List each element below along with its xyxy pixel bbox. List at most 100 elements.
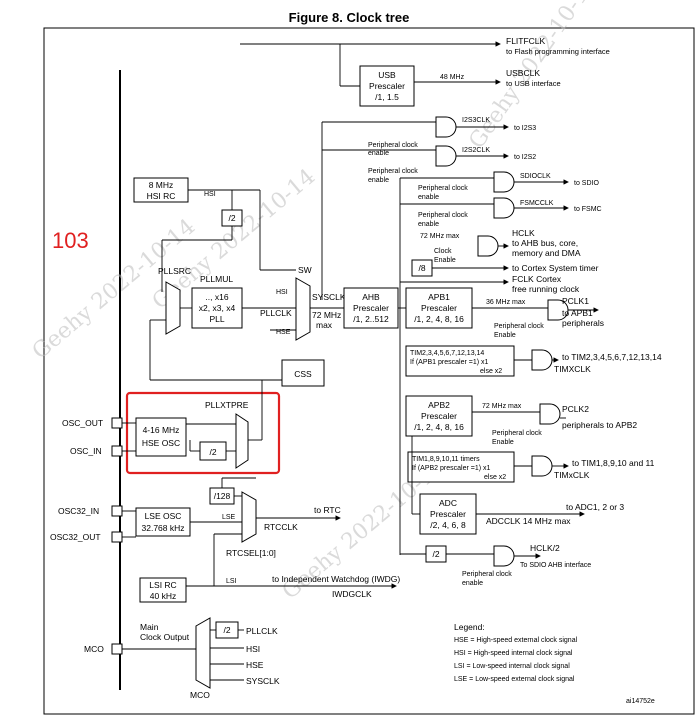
sdio-ahb-label: To SDIO AHB interface [520, 562, 591, 569]
pll-block [191, 287, 243, 329]
adcclk-label: ADCCLK 14 MHz max [486, 516, 571, 526]
fclk-desc-label: free running clock [512, 284, 580, 294]
tim2-out-label: to TIM2,3,4,5,6,7,12,13,14 [562, 352, 662, 362]
mco-mux [195, 617, 211, 689]
pllxtpre-label: PLLXTPRE [205, 400, 249, 410]
ahb-prescaler-block [343, 287, 399, 329]
main-clock-label: Main [140, 622, 159, 632]
mco-input-sysclk: SYSCLK [246, 676, 280, 686]
osc-out-pin [111, 417, 123, 429]
pclk1-gate [547, 299, 569, 321]
adc-prescaler-line: /2, 4, 6, 8 [430, 520, 466, 530]
apb1-prescaler-line: /1, 2, 4, 8, 16 [414, 314, 464, 324]
usbclk-label: USBCLK [506, 68, 540, 78]
to-fsmc-label: to FSMC [574, 206, 602, 213]
hclk2-gate [493, 545, 515, 567]
ahb-prescaler-line: AHB [362, 292, 380, 302]
pllmul-label: PLLMUL [200, 274, 233, 284]
apb2-prescaler-block [405, 395, 473, 437]
figure-id: ai14752e [626, 698, 655, 705]
div8-label: /8 [418, 263, 425, 273]
sysclk-label: SYSCLK [312, 292, 346, 302]
mco-input-hsi: HSI [246, 644, 260, 654]
lse-label: LSE [222, 514, 236, 521]
timxclk2-label: TIMxCLK [554, 470, 590, 480]
iwdgclk-label: IWDGCLK [332, 589, 372, 599]
apb2-prescaler-line: Prescaler [421, 411, 457, 421]
i2s2-periph-enable-label: enable [368, 177, 389, 184]
hclk2-label: HCLK/2 [530, 543, 560, 553]
hclk-label: HCLK [512, 228, 535, 238]
osc32-out-label: OSC32_OUT [50, 532, 101, 542]
usb-48mhz-label: 48 MHz [440, 74, 465, 81]
ahb-prescaler-line: /1, 2..512 [353, 314, 389, 324]
to-i2s3-label: to I2S3 [514, 125, 536, 132]
apb2-prescaler-line: APB2 [428, 400, 450, 410]
css-block [281, 359, 325, 387]
pllclk-label: PLLCLK [260, 308, 292, 318]
pllsrc-mux [165, 281, 181, 335]
mco-pin-label: MCO [84, 644, 104, 654]
hclk-clock-label: Clock [434, 248, 452, 255]
hclk-desc-line2: memory and DMA [512, 248, 581, 258]
pclk2-enable-label: Enable [492, 439, 514, 446]
tim2-multiplier-block [405, 345, 515, 377]
legend-item: LSE = Low-speed external clock signal [454, 676, 575, 683]
hclk2-enable-label: enable [462, 580, 483, 587]
osc32-in-label: OSC32_IN [58, 506, 99, 516]
hclk2-periph-clock-label: Peripheral clock [462, 571, 512, 578]
adc-prescaler-line: Prescaler [430, 509, 466, 519]
diagram-frame [43, 27, 695, 715]
sysclk-max1-label: 72 MHz [312, 310, 341, 320]
hsi-rc-line: 8 MHz [149, 180, 174, 190]
to-sdio-label: to SDIO [574, 180, 599, 187]
timxclk-label: TIMXCLK [554, 364, 591, 374]
fsmcclk-label: FSMCCLK [520, 200, 554, 207]
legend-item: HSE = High-speed external clock signal [454, 637, 578, 644]
tim1-multiplier-block [407, 451, 515, 483]
tim1-line: TIM1,8,9,10,11 timers [412, 456, 480, 463]
flitfclk-label: FLITFCLK [506, 36, 546, 46]
mco-input-hse: HSE [246, 660, 264, 670]
tim2-line: If (APB1 prescaler =1) x1 [410, 359, 489, 366]
mco-div2-label: /2 [223, 625, 230, 635]
pclk1-label: PCLK1 [562, 296, 589, 306]
osc32-in-pin [111, 505, 123, 517]
pllxtpre-mux [235, 413, 249, 469]
sdio-periph-clock-label: Peripheral clock [418, 185, 468, 192]
tim1-line: else x2 [484, 474, 506, 481]
i2s3-periph-clock-label: Peripheral clock [368, 142, 418, 149]
pllsrc-label: PLLSRC [158, 266, 191, 276]
lsi-rc-block [139, 577, 187, 603]
pclk2-label: PCLK2 [562, 404, 589, 414]
apb1-prescaler-line: Prescaler [421, 303, 457, 313]
to-rtc-label: to RTC [314, 505, 341, 515]
hclk-72mhz-label: 72 MHz max [420, 233, 460, 240]
flash-if-label: to Flash programming interface [506, 47, 610, 56]
usb-if-label: to USB interface [506, 79, 561, 88]
pclk1-periph-clock-label: Peripheral clock [494, 323, 544, 330]
sdio-div2-label: /2 [432, 549, 439, 559]
sdio-gate [493, 171, 515, 193]
sysclk-max2-label: max [316, 320, 333, 330]
hclk-desc-line1: to AHB bus, core, [512, 238, 578, 248]
figure-title: Figure 8. Clock tree [289, 10, 410, 25]
hse-div2-label: /2 [209, 447, 216, 457]
pclk2-periph-clock-label: Peripheral clock [492, 430, 542, 437]
tim2-gate [531, 349, 553, 371]
osc32-out-pin [111, 531, 123, 543]
css-label: CSS [294, 369, 312, 379]
lsi-rc-line: LSI RC [149, 580, 176, 590]
fsmc-gate [493, 197, 515, 219]
usb-prescaler-line: USB [378, 70, 396, 80]
legend-title: Legend: [454, 622, 485, 632]
mco-select-label: MCO [190, 690, 210, 700]
apb1-peripherals-label: peripherals [562, 318, 604, 328]
to-apb1-label: to APB1 [562, 308, 593, 318]
hse-osc-block [135, 417, 187, 457]
mco-input-pllclk: PLLCLK [246, 626, 278, 636]
i2s2-gate [435, 145, 457, 167]
legend-item: LSI = Low-speed internal clock signal [454, 663, 570, 670]
apb1-36mhz-label: 36 MHz max [486, 299, 526, 306]
